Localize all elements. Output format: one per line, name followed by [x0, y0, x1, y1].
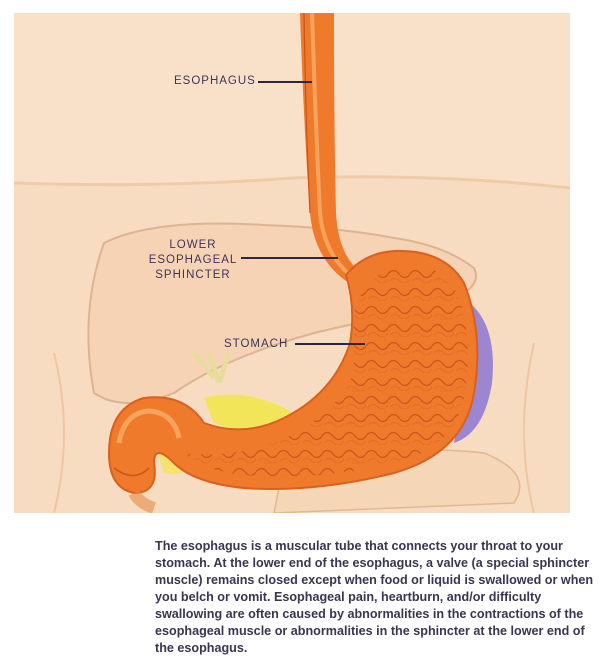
- anatomy-illustration: [14, 13, 570, 513]
- stomach-leader-line: [295, 343, 365, 345]
- stomach-label: STOMACH: [224, 338, 289, 350]
- caption-text: The esophagus is a muscular tube that co…: [155, 538, 594, 655]
- lower-esophageal-sphincter-label: LOWER ESOPHAGEAL SPHINCTER: [148, 239, 238, 281]
- esophagus-label: ESOPHAGUS: [174, 75, 256, 87]
- digestive-diagram: [14, 13, 570, 513]
- sphincter-leader-line: [241, 257, 338, 259]
- esophagus-leader-line: [258, 81, 312, 83]
